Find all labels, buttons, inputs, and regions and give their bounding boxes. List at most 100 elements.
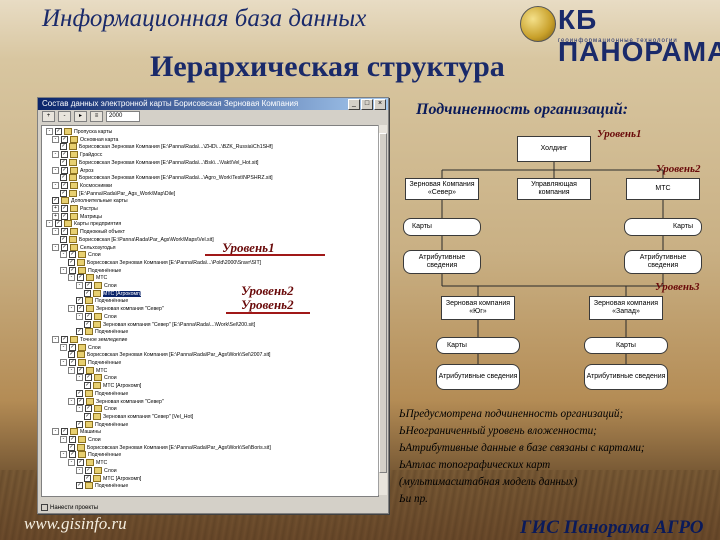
tree-checkbox[interactable]: ✓ [61, 151, 68, 159]
tree-checkbox[interactable]: ✓ [77, 366, 84, 374]
tree-checkbox[interactable]: ✓ [76, 297, 83, 305]
tree-checkbox[interactable]: ✓ [69, 343, 76, 351]
tree-row[interactable]: -✓Слои [76, 374, 117, 382]
tree-row[interactable]: ✓Борисовская Зерновая Компания [E:\Panna… [68, 351, 271, 359]
collapse-icon[interactable]: - [52, 228, 59, 236]
collapse-icon[interactable]: - [52, 151, 59, 159]
collapse-icon[interactable]: - [60, 451, 67, 459]
tree-checkbox[interactable]: ✓ [85, 374, 92, 382]
tree-expand-icon[interactable]: + [42, 111, 55, 122]
collapse-icon[interactable]: - [60, 266, 67, 274]
tree-row[interactable]: -✓Слои [60, 343, 101, 351]
collapse-icon[interactable]: - [76, 312, 83, 320]
tree-row[interactable]: -✓Слои [76, 466, 117, 474]
tree-row[interactable]: ✓[E:\Panna\Rada\Par_Ags_Work\Map\Dile] [60, 189, 175, 197]
tree-row[interactable]: -✓Подчинённые [60, 451, 121, 459]
tree-checkbox[interactable]: ✓ [68, 443, 75, 451]
tree-checkbox[interactable]: ✓ [84, 382, 91, 390]
tree-checkbox[interactable]: ✓ [77, 397, 84, 405]
tree-checkbox[interactable]: ✓ [77, 305, 84, 313]
tree-row[interactable]: ✓Подчинённые [76, 328, 128, 336]
tree-checkbox[interactable]: ✓ [60, 143, 67, 151]
tree-checkbox[interactable]: ✓ [61, 243, 68, 251]
minimize-button[interactable]: _ [348, 99, 360, 110]
tree-row[interactable]: -✓Слои [76, 312, 117, 320]
collapse-icon[interactable]: - [46, 220, 53, 228]
collapse-icon[interactable]: - [76, 466, 83, 474]
collapse-icon[interactable]: - [52, 135, 59, 143]
tree-checkbox[interactable]: ✓ [85, 466, 92, 474]
tree-checkbox[interactable]: ✓ [76, 389, 83, 397]
tree-row[interactable]: +✓Матрицы [52, 212, 102, 220]
tree-checkbox[interactable]: ✓ [76, 328, 83, 336]
properties-icon[interactable]: ≡ [90, 111, 103, 122]
tree-checkbox[interactable]: ✓ [69, 436, 76, 443]
scrollbar-thumb[interactable] [379, 133, 387, 473]
tree-row[interactable]: ✓Борисовская Зерновая Компания [E:\Panna… [68, 258, 261, 266]
maximize-button[interactable]: □ [361, 99, 373, 110]
tree-row[interactable]: ✓МТС [Агрокомп] [84, 474, 141, 482]
collapse-icon[interactable]: - [60, 436, 67, 443]
tree-checkbox[interactable]: ✓ [55, 220, 62, 228]
tree-row[interactable]: -✓Точное земледелие [52, 335, 127, 343]
tree-checkbox[interactable]: ✓ [60, 158, 67, 166]
status-checkbox[interactable] [41, 503, 48, 511]
tree-checkbox[interactable]: ✓ [84, 289, 91, 297]
tree-row[interactable]: -✓Слои [60, 251, 101, 259]
tree-checkbox[interactable]: ✓ [68, 351, 75, 359]
collapse-icon[interactable]: - [52, 335, 59, 343]
tree-checkbox[interactable]: ✓ [60, 174, 67, 182]
tree-row[interactable]: -✓Подчинённые [60, 266, 121, 274]
collapse-icon[interactable]: - [68, 274, 75, 282]
collapse-icon[interactable]: - [76, 405, 83, 413]
tree-row[interactable]: -✓Слои [60, 436, 101, 443]
tree-checkbox[interactable]: ✓ [61, 212, 68, 220]
tree-row[interactable]: -✓Слои [76, 405, 117, 413]
tree-checkbox[interactable]: ✓ [85, 312, 92, 320]
tree-row[interactable]: -✓Грайдосс [52, 151, 102, 159]
tree-checkbox[interactable]: ✓ [61, 335, 68, 343]
collapse-icon[interactable]: - [68, 397, 75, 405]
collapse-icon[interactable]: - [46, 128, 53, 135]
collapse-icon[interactable]: - [52, 166, 59, 174]
collapse-icon[interactable]: - [52, 243, 59, 251]
tree-row[interactable]: -✓Зерновая компания "Север" [68, 397, 164, 405]
scale-combo[interactable]: 2000 [106, 111, 140, 122]
tree-checkbox[interactable]: ✓ [69, 251, 76, 259]
tree-row[interactable]: -✓Поднокный объект [52, 228, 125, 236]
tree-checkbox[interactable]: ✓ [84, 412, 91, 420]
tree-row[interactable]: ✓Борисовская Зерновая Компания [E:\Panna… [68, 443, 271, 451]
tree-row[interactable]: ✓Подчинённые [76, 420, 128, 428]
tree-row[interactable]: -✓Машины [52, 428, 101, 436]
tree-row[interactable]: -✓Основная карта [52, 135, 118, 143]
add-icon[interactable]: ▸ [74, 111, 87, 122]
tree-checkbox[interactable]: ✓ [60, 235, 67, 243]
tree-checkbox[interactable]: ✓ [77, 274, 84, 282]
tree-checkbox[interactable]: ✓ [68, 258, 75, 266]
tree-row[interactable]: -✓Подчинённые [60, 359, 121, 366]
expand-icon[interactable]: + [52, 212, 59, 220]
collapse-icon[interactable]: - [76, 282, 83, 289]
collapse-icon[interactable]: - [60, 359, 67, 366]
collapse-icon[interactable]: - [68, 459, 75, 467]
tree-row[interactable]: -✓Пропуска карты [46, 128, 112, 135]
tree-checkbox[interactable]: ✓ [61, 166, 68, 174]
tree-row[interactable]: -✓Слои [76, 282, 117, 289]
tree-checkbox[interactable]: ✓ [60, 189, 67, 197]
tree-checkbox[interactable]: ✓ [84, 474, 91, 482]
tree-checkbox[interactable]: ✓ [52, 197, 59, 205]
tree-row[interactable]: ✓Подчинённые [76, 297, 128, 305]
tree-scrollbar[interactable] [378, 125, 387, 495]
tree-row[interactable]: ✓Борисовская [E:\Panna\Rada\Par_Ags\Work… [60, 235, 214, 243]
collapse-icon[interactable]: - [68, 366, 75, 374]
tree-row[interactable]: -✓Агроз [52, 166, 93, 174]
tree-row[interactable]: ✓МТС [Агрокомп] [84, 382, 141, 390]
tree-row[interactable]: -✓МТС [68, 366, 107, 374]
tree-row[interactable]: ✓Зерновая компания "Север" [E:\Panna\Rad… [84, 320, 255, 328]
tree-row[interactable]: ✓Подчинённые [76, 482, 128, 490]
tree-row[interactable]: -✓Карты предприятия [46, 220, 121, 228]
collapse-icon[interactable]: - [52, 181, 59, 189]
website-link[interactable]: www.gisinfo.ru [24, 514, 127, 533]
collapse-icon[interactable]: - [60, 343, 67, 351]
tree-row[interactable]: ✓Борисовская Зерновая Компания [E:\Panna… [60, 174, 273, 182]
